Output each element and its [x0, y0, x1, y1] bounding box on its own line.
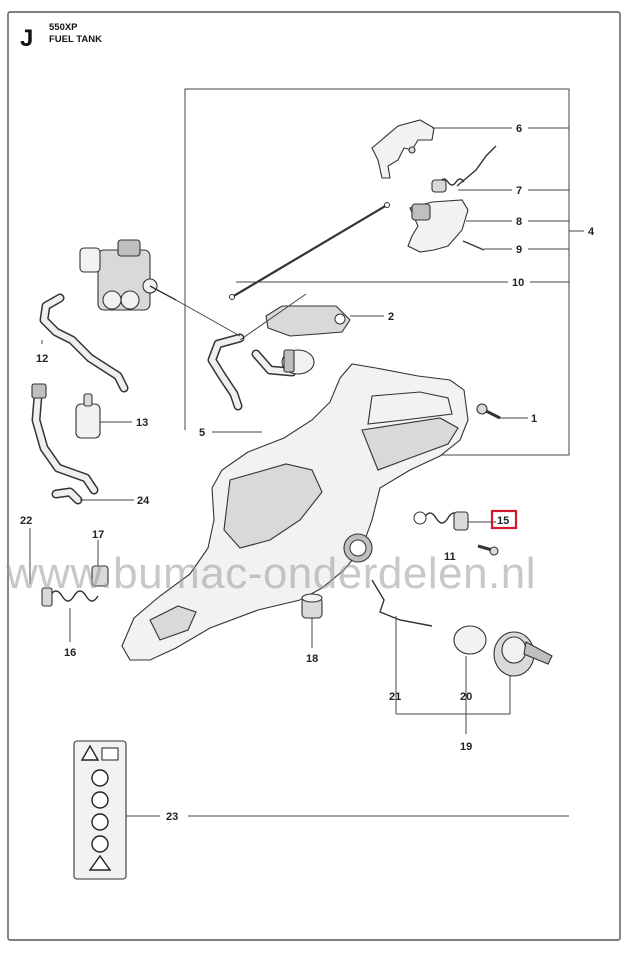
callout-19: 19: [460, 741, 472, 753]
callout-16: 16: [64, 647, 76, 659]
cap-strap-part: [371, 579, 433, 627]
callout-13: 13: [136, 417, 148, 429]
warning-triangle-icon: [80, 744, 100, 761]
fuel-filter-part: [75, 393, 101, 439]
boot-icon: [91, 835, 109, 853]
callout-6: 6: [516, 123, 522, 135]
ear-protection-icon: [91, 769, 109, 787]
manual-book-icon: [101, 747, 119, 761]
screw-part: [476, 403, 501, 420]
o-ring-part: [453, 625, 487, 655]
no-kickback-icon: [91, 791, 109, 809]
plate-part: [265, 305, 351, 337]
plug-part: [91, 565, 109, 587]
section-letter: J: [20, 25, 33, 52]
callout-8: 8: [516, 216, 522, 228]
callout-10: 10: [512, 277, 524, 289]
callout-11: 11: [444, 551, 456, 563]
page-frame: [7, 11, 621, 941]
callout-23: 23: [166, 811, 178, 823]
assembly-bracket: [184, 88, 570, 456]
primer-bulb-part: [207, 333, 315, 411]
front-av-spring-part: [41, 587, 99, 607]
glove-icon: [91, 813, 109, 831]
model-label: 550XP: [49, 22, 78, 33]
callout-21: 21: [389, 691, 401, 703]
screw-small-part: [477, 544, 499, 556]
callout-17: 17: [92, 529, 104, 541]
pickup-hose-part: [31, 383, 99, 495]
throttle-rod-part: [229, 202, 390, 300]
bushing-part: [301, 593, 323, 619]
callout-9: 9: [516, 244, 522, 256]
callout-22: 22: [20, 515, 32, 527]
throttle-trigger-part: [407, 199, 469, 253]
leader-lines: [29, 127, 569, 817]
highlight-box-15: [490, 509, 518, 530]
rear-handle-tank-part: [121, 363, 469, 661]
fuel-hose-part: [39, 293, 129, 393]
throttle-lockout-part: [371, 119, 435, 179]
callout-5: 5: [199, 427, 205, 439]
pin-part: [462, 240, 485, 251]
callout-12: 12: [36, 353, 48, 365]
page-title: FUEL TANK: [49, 34, 102, 45]
callout-15: 15: [497, 515, 509, 527]
callout-24: 24: [137, 495, 150, 507]
spring-part: [431, 145, 497, 193]
callout-20: 20: [460, 691, 472, 703]
callout-2: 2: [388, 311, 394, 323]
fire-warning-icon: [88, 854, 112, 871]
callout-7: 7: [516, 185, 522, 197]
carburetor-part: [79, 239, 177, 311]
warning-decal-part: [73, 740, 127, 880]
watermark-text: www.bumac-onderdelen.nl: [5, 549, 536, 598]
elbow-part: [51, 487, 83, 505]
callout-18: 18: [306, 653, 318, 665]
callout-4: 4: [588, 226, 595, 238]
callout-1: 1: [531, 413, 537, 425]
fuel-cap-part: [493, 631, 553, 677]
av-spring-part: [413, 511, 469, 531]
